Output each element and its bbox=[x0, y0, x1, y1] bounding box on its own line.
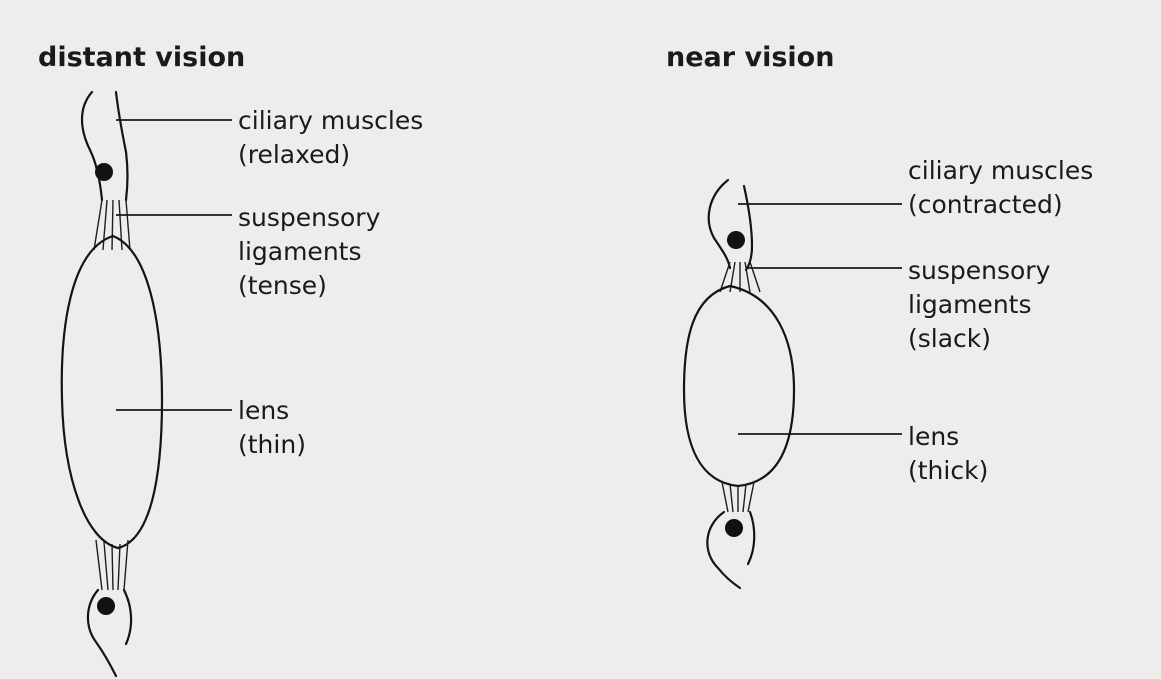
label-line: ciliary muscles bbox=[238, 104, 423, 138]
label-line: (relaxed) bbox=[238, 138, 423, 172]
suspensory-ligaments-label-distant: suspensory ligaments (tense) bbox=[238, 201, 380, 303]
lens-label-distant: lens (thin) bbox=[238, 394, 306, 462]
suspensory-ligament-bottom-fibers bbox=[96, 540, 128, 590]
distant-vision-eye-diagram bbox=[0, 0, 580, 679]
lens-label-near: lens (thick) bbox=[908, 420, 988, 488]
near-vision-eye-diagram bbox=[580, 0, 1161, 679]
lens-thick-shape bbox=[684, 286, 794, 486]
ciliary-body-bottom-dot bbox=[725, 519, 743, 537]
distant-vision-panel: distant vision ciliary muscles (relaxed)… bbox=[0, 0, 580, 679]
ciliary-muscle-top-shape bbox=[82, 92, 128, 200]
suspensory-ligaments-label-near: suspensory ligaments (slack) bbox=[908, 254, 1050, 356]
ciliary-body-top-dot bbox=[95, 163, 113, 181]
ciliary-muscle-top-shape bbox=[709, 180, 752, 270]
near-vision-panel: near vision ciliary muscles (contracted)… bbox=[580, 0, 1161, 679]
label-line: lens bbox=[908, 420, 988, 454]
label-line: (slack) bbox=[908, 322, 1050, 356]
label-line: (tense) bbox=[238, 269, 380, 303]
label-line: (thick) bbox=[908, 454, 988, 488]
suspensory-ligament-bottom-fibers bbox=[722, 482, 754, 512]
label-line: suspensory bbox=[238, 201, 380, 235]
lens-thin-shape bbox=[62, 236, 162, 548]
label-line: (thin) bbox=[238, 428, 306, 462]
label-line: (contracted) bbox=[908, 188, 1093, 222]
label-line: ligaments bbox=[908, 288, 1050, 322]
label-line: ciliary muscles bbox=[908, 154, 1093, 188]
label-line: lens bbox=[238, 394, 306, 428]
label-line: ligaments bbox=[238, 235, 380, 269]
ciliary-body-bottom-dot bbox=[97, 597, 115, 615]
label-line: suspensory bbox=[908, 254, 1050, 288]
ciliary-muscles-label-distant: ciliary muscles (relaxed) bbox=[238, 104, 423, 172]
ciliary-muscles-label-near: ciliary muscles (contracted) bbox=[908, 154, 1093, 222]
ciliary-body-top-dot bbox=[727, 231, 745, 249]
